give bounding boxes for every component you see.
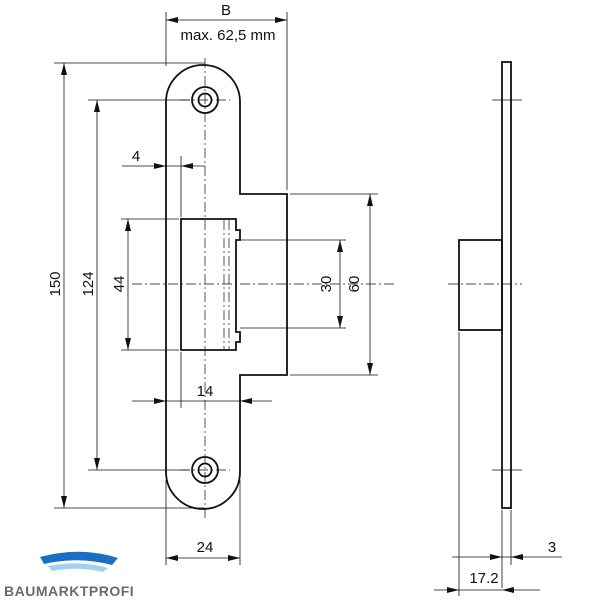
dimension-150	[54, 62, 205, 509]
dimension-b-label: B	[221, 2, 231, 19]
dimension-60-label: 60	[346, 276, 363, 293]
dimension-14	[132, 352, 272, 408]
dimension-17-2	[434, 332, 540, 596]
dimension-44-label: 44	[111, 276, 128, 293]
dimension-124	[88, 99, 190, 471]
dimension-44	[121, 218, 179, 351]
dimension-24	[165, 480, 241, 565]
dimension-3	[452, 510, 562, 588]
dimension-4	[122, 156, 205, 217]
dimension-150-label: 150	[47, 271, 64, 296]
logo-brand-text: BAUMARKTPROFI	[4, 583, 134, 599]
side-view-plate	[501, 61, 512, 509]
dimension-24-label: 24	[197, 539, 214, 556]
strike-plate-outline	[165, 64, 288, 510]
side-view-box	[458, 239, 503, 331]
logo-swoosh-icon	[40, 551, 118, 565]
dimension-124-label: 124	[80, 271, 97, 296]
dimension-30-label: 30	[318, 276, 335, 293]
dimension-14-label: 14	[197, 383, 214, 400]
dimension-3-label: 3	[548, 539, 556, 556]
dimension-17-2-label: 17.2	[469, 570, 498, 587]
dimension-30	[240, 239, 346, 329]
dimension-4-label: 4	[132, 148, 140, 165]
dimension-b-note: max. 62,5 mm	[180, 27, 275, 44]
dimension-60	[290, 193, 378, 376]
dimension-b	[165, 12, 288, 190]
baumarktprofi-logo: BAUMARKTPROFI	[4, 551, 134, 599]
latch-pocket	[180, 218, 241, 351]
